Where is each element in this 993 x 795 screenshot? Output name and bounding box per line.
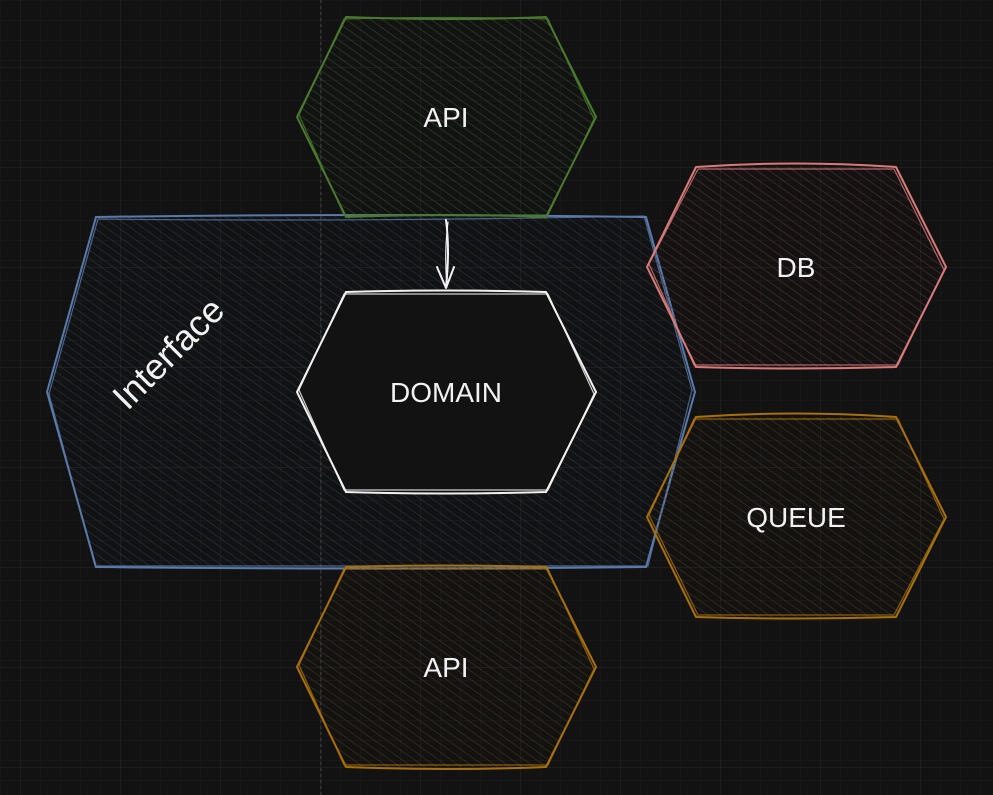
- queue-shape[interactable]: QUEUE: [645, 412, 948, 620]
- domain-shape[interactable]: DOMAIN: [295, 289, 598, 495]
- api-bottom-label: API: [423, 652, 468, 683]
- api-top-label: API: [423, 102, 468, 133]
- domain-label: DOMAIN: [390, 377, 502, 408]
- db-label: DB: [777, 252, 816, 283]
- db-shape[interactable]: DB: [645, 162, 948, 370]
- queue-label: QUEUE: [746, 502, 846, 533]
- api-to-domain-arrow[interactable]: [436, 219, 455, 289]
- api-bottom-shape[interactable]: API: [295, 564, 598, 770]
- api-top-shape[interactable]: API: [295, 15, 598, 219]
